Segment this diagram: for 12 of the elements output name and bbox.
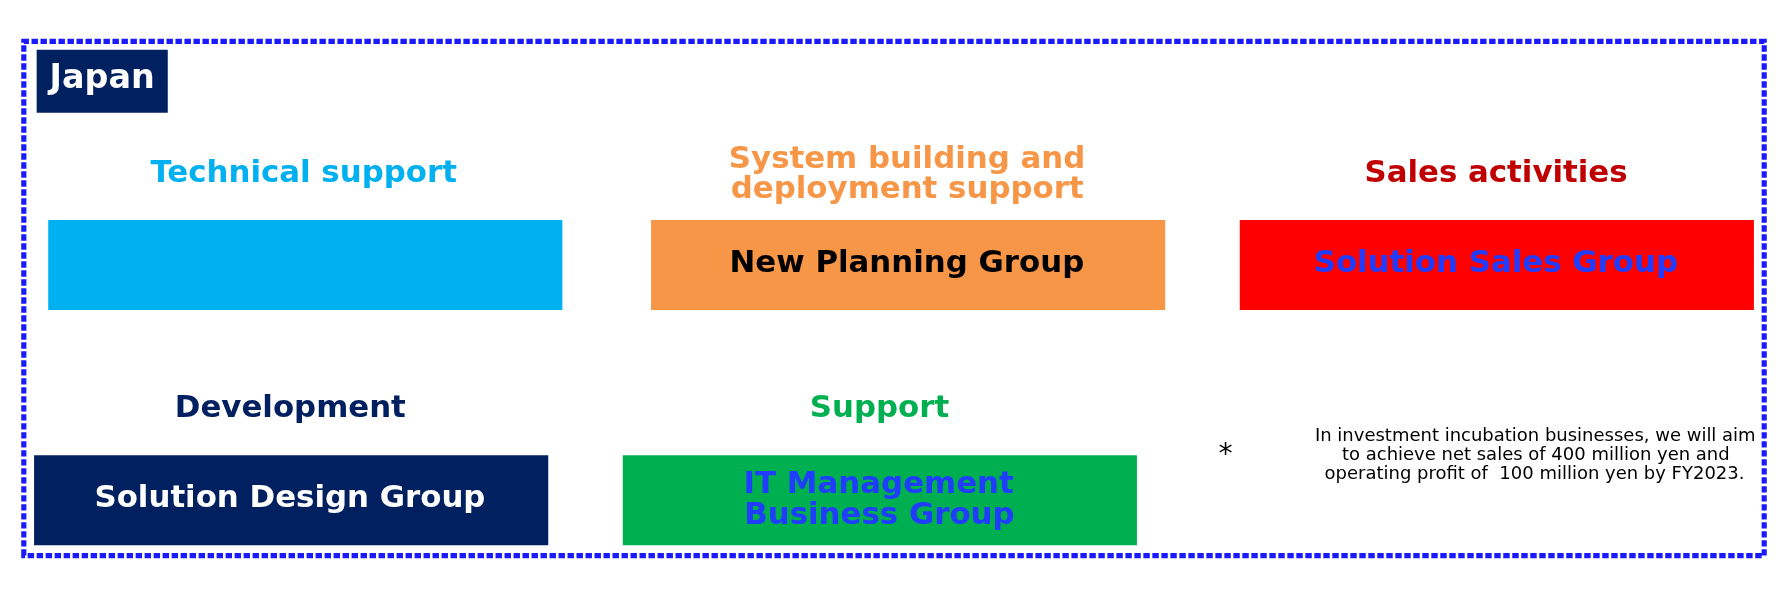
node-label: Technical support (150, 152, 457, 189)
node-label: System building and deployment support (728, 138, 1086, 205)
node-label: Sales activities (1364, 152, 1628, 189)
node-label: Support (809, 387, 950, 424)
label: * (1218, 436, 1233, 470)
node-box: Solution Sales Group (1239, 219, 1754, 310)
node-box (48, 219, 563, 310)
label: In investment incubation businesses, we will aim to achieve net sales of 400 million yen and operating profit of 100 million yen by FY2023. (1314, 423, 1756, 483)
node-label: Development (174, 387, 406, 424)
node-box: IT Management Business Group (622, 454, 1137, 545)
node-box: Solution Design Group (34, 454, 549, 545)
node-box: New Planning Group (651, 219, 1166, 310)
